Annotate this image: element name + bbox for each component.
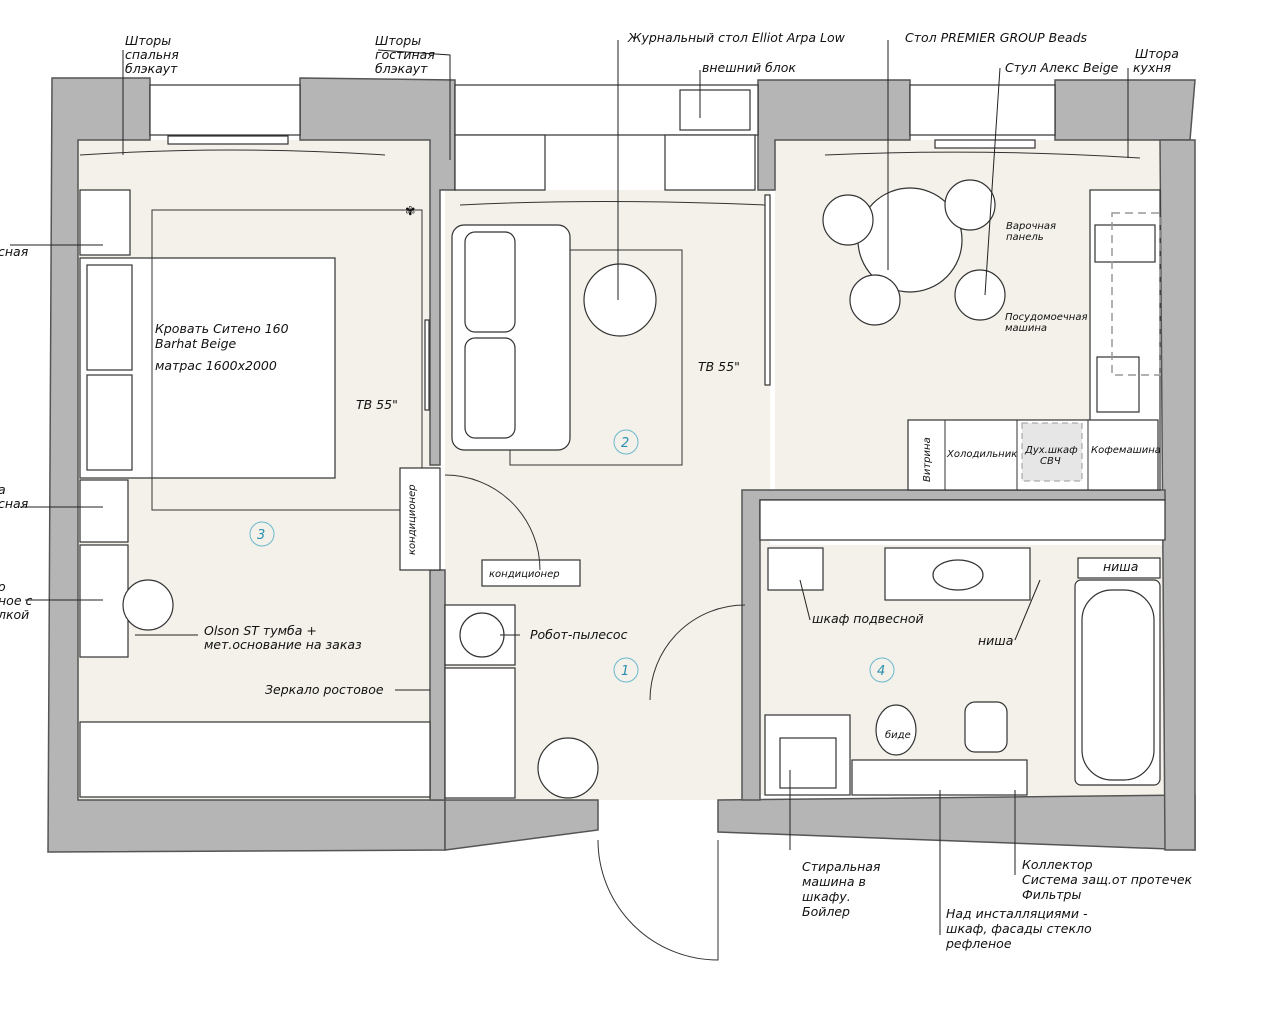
wall-bottom-a xyxy=(444,799,599,851)
label-coffee-machine: Кофемашина xyxy=(1091,445,1161,456)
wall-cabinet xyxy=(767,547,824,591)
desk xyxy=(79,544,129,658)
label-table: Стол PREMIER GROUP Beads xyxy=(905,30,1088,45)
wardrobe-top xyxy=(79,189,131,256)
room-number: 3 xyxy=(257,528,265,543)
label-tv-living: ТВ 55" xyxy=(698,359,740,374)
outdoor-unit xyxy=(679,89,751,131)
room-numbers: 1 2 3 4 xyxy=(249,429,895,683)
chair xyxy=(849,274,901,326)
bathtub xyxy=(1081,589,1155,781)
coffee-table xyxy=(583,263,657,337)
wall-cabinets-dashed xyxy=(1111,212,1161,376)
pillow xyxy=(86,374,133,471)
label-ac-horizontal: кондиционер xyxy=(489,569,560,580)
wall-top-kitchen xyxy=(1054,79,1196,141)
kitchen-furniture xyxy=(822,179,1161,491)
tv-bedroom xyxy=(424,319,430,411)
chair xyxy=(954,269,1006,321)
room-number: 1 xyxy=(621,664,629,679)
label-robot: Робот-пылесос xyxy=(530,627,628,642)
label-niche-bath: ниша xyxy=(1103,559,1138,574)
walls xyxy=(47,77,1196,853)
hob xyxy=(1094,224,1156,263)
room-number: 2 xyxy=(621,436,629,451)
living-furniture xyxy=(399,194,771,587)
label-coffee-table: Журнальный стол Elliot Arpa Low xyxy=(627,30,846,45)
label-wall-cabinet: шкаф подвесной xyxy=(812,611,924,626)
window-sill-left xyxy=(454,134,546,191)
oven xyxy=(1021,422,1083,482)
bath-furniture xyxy=(764,547,1161,796)
leader-lines xyxy=(10,40,1129,935)
label-fridge: Холодильник xyxy=(946,449,1017,460)
installation-cabinet xyxy=(851,759,1028,796)
label-nightstand: Olson ST тумба +мет.основание на заказ xyxy=(204,623,362,652)
windows xyxy=(79,84,1141,206)
cabinet-mid xyxy=(79,479,129,543)
window-kitchen xyxy=(909,84,1056,136)
sink xyxy=(1096,356,1140,413)
sofa-cushion xyxy=(464,231,516,333)
label-mirror: Зеркало ростовое xyxy=(265,682,384,697)
label-bidet: биде xyxy=(885,729,911,741)
pouf xyxy=(537,737,599,799)
sofa-cushion xyxy=(464,337,516,439)
room-number: 4 xyxy=(877,664,885,679)
label-outdoor-unit: внешний блок xyxy=(702,60,796,75)
radiator-kitchen xyxy=(934,139,1036,149)
wall-right xyxy=(1159,139,1196,851)
window-sill-right xyxy=(664,134,756,191)
label-niche: ниша xyxy=(978,633,1013,648)
label-left-2: асная xyxy=(0,482,29,511)
label-tv-bedroom: ТВ 55" xyxy=(356,397,398,412)
radiator-bedroom xyxy=(167,135,289,145)
stool xyxy=(122,579,174,631)
wall-top-living xyxy=(757,79,911,191)
niche-bath xyxy=(1077,557,1161,579)
robot-vacuum xyxy=(459,612,505,658)
label-left-1: сная xyxy=(0,244,29,259)
bath-door-swing xyxy=(649,604,746,701)
label-chair: Стул Алекс Beige xyxy=(1005,60,1119,75)
label-vitrine: Витрина xyxy=(922,437,933,482)
bath-wall-shelf xyxy=(759,499,1166,541)
bedroom-furniture: ✾ xyxy=(79,189,431,798)
bidet xyxy=(875,704,917,756)
chair xyxy=(944,179,996,231)
plant-icon: ✾ xyxy=(405,203,415,218)
entry-door-swing xyxy=(597,839,719,961)
ac-unit-hall xyxy=(481,559,581,587)
washbasin xyxy=(932,559,984,591)
washing-machine xyxy=(779,737,837,789)
pillow xyxy=(86,264,133,371)
chair xyxy=(822,194,874,246)
hall-wardrobe xyxy=(444,667,516,799)
window-bedroom xyxy=(149,84,301,136)
label-ac-vertical: кондиционер xyxy=(407,484,418,555)
tv-living xyxy=(764,194,771,386)
wardrobe-bottom xyxy=(79,721,431,798)
toilet xyxy=(964,701,1008,753)
door-swing xyxy=(444,474,541,571)
curtains xyxy=(79,149,1141,206)
ac-indoor-unit xyxy=(399,467,441,571)
rug xyxy=(151,209,423,511)
wall-bedroom-hall xyxy=(429,569,446,801)
